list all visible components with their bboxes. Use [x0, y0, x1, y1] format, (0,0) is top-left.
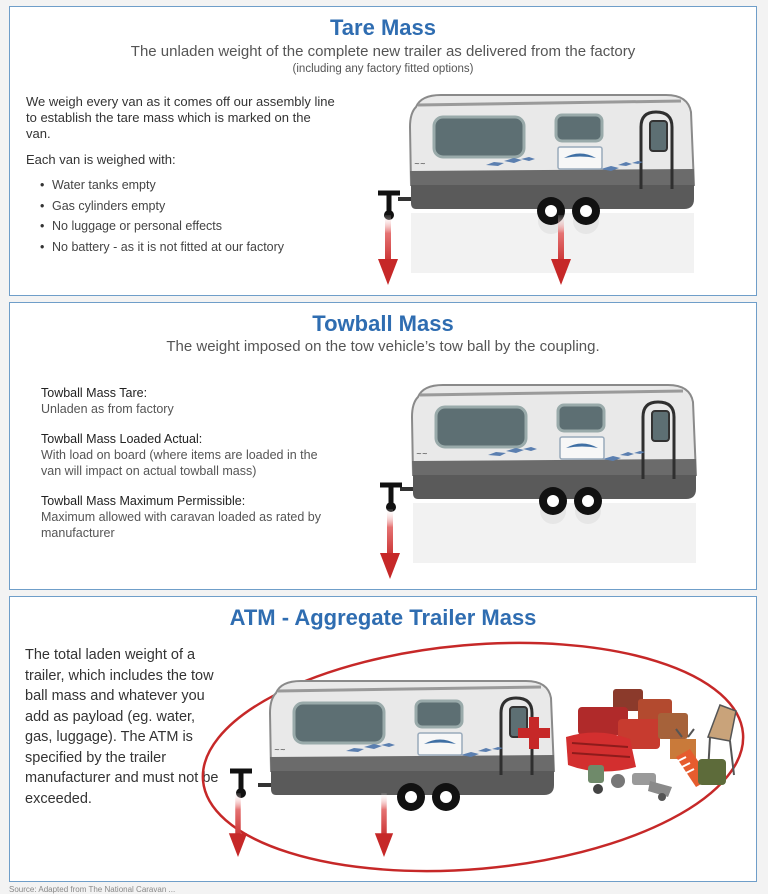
towball-item: Towball Mass Loaded Actual: With load on…	[41, 431, 341, 479]
towball-mass-subtitle: The weight imposed on the tow vehicle’s …	[166, 338, 600, 355]
source-footnote: Source: Adapted from The National Carava…	[9, 885, 176, 894]
bullet-item: Water tanks empty	[40, 175, 284, 196]
plus-icon	[518, 717, 550, 749]
tare-bullet-list: Water tanks empty Gas cylinders empty No…	[40, 175, 284, 258]
tare-mass-title: Tare Mass	[330, 15, 436, 40]
towball-item-desc: Maximum allowed with caravan loaded as r…	[41, 510, 321, 540]
towball-item-heading: Towball Mass Loaded Actual:	[41, 432, 203, 446]
down-arrow-icon	[227, 793, 249, 857]
towball-item-heading: Towball Mass Tare:	[41, 386, 148, 400]
towball-item-heading: Towball Mass Maximum Permissible:	[41, 494, 246, 508]
down-arrow-icon	[549, 215, 573, 285]
atm-title: ATM - Aggregate Trailer Mass	[229, 605, 537, 630]
bullet-item: No battery - as it is not fitted at our …	[40, 237, 284, 258]
towball-mass-panel: Towball Mass The weight imposed on the t…	[9, 302, 757, 590]
towball-item-desc: With load on board (where items are load…	[41, 448, 318, 478]
down-arrow-icon	[373, 793, 395, 857]
down-arrow-icon	[378, 508, 402, 580]
towball-item: Towball Mass Tare: Unladen as from facto…	[41, 385, 341, 417]
caravan-illustration	[398, 377, 698, 527]
payload-luggage-icon	[566, 689, 737, 801]
tare-intro-text: We weigh every van as it comes off our a…	[26, 94, 335, 141]
tare-mass-panel: Tare Mass The unladen weight of the comp…	[9, 6, 757, 296]
caravan-illustration	[256, 679, 556, 813]
towball-item-desc: Unladen as from factory	[41, 402, 174, 416]
towball-item: Towball Mass Maximum Permissible: Maximu…	[41, 493, 341, 541]
tare-mass-subtitle: The unladen weight of the complete new t…	[130, 43, 636, 60]
towball-mass-title: Towball Mass	[312, 311, 454, 336]
tare-mass-note: (including any factory fitted options)	[292, 63, 474, 75]
bullet-item: Gas cylinders empty	[40, 196, 284, 217]
bullet-item: No luggage or personal effects	[40, 216, 284, 237]
tare-lead-text: Each van is weighed with:	[26, 152, 176, 167]
atm-panel: ATM - Aggregate Trailer Mass The total l…	[9, 596, 757, 882]
atm-description: The total laden weight of a trailer, whi…	[25, 647, 219, 807]
down-arrow-icon	[376, 215, 400, 285]
enclosing-ellipse	[201, 641, 745, 873]
caravan-illustration	[396, 87, 696, 237]
